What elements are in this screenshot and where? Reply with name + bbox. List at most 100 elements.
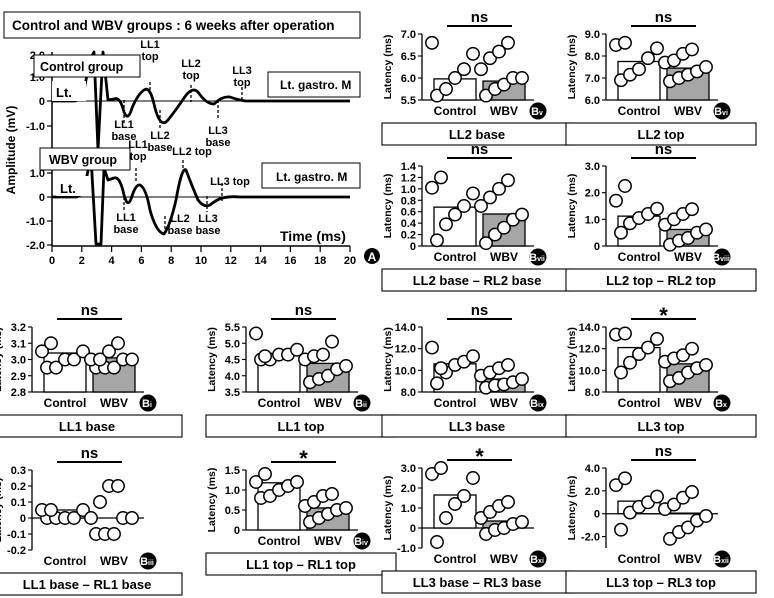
waveform-x-tick-label: 12 (225, 255, 237, 267)
significance-label: ns (81, 445, 99, 462)
y-tick-label: 12.0 (395, 344, 416, 356)
point-wbv (663, 531, 677, 546)
y-axis-label: Latency (ms) (382, 327, 394, 392)
y-axis-label: Latency (ms) (382, 174, 394, 239)
wbv-side-box (56, 176, 90, 196)
point-control (650, 201, 664, 216)
point-control (425, 180, 439, 195)
point-wbv (111, 336, 125, 351)
y-axis-label: Latency (ms) (566, 174, 578, 239)
significance-label: ns (81, 302, 99, 319)
y-tick-label: 0.2 (401, 230, 416, 242)
point-wbv (107, 527, 121, 541)
y-tick-label: 0.8 (401, 195, 416, 207)
control-side-label: Lt. (56, 85, 72, 100)
panel-tag: Bvii (529, 252, 545, 264)
point-wbv (497, 220, 511, 235)
category-label: Control (618, 250, 661, 264)
category-label: WBV (674, 552, 702, 566)
significance-label: ns (471, 302, 489, 319)
control-trace (52, 50, 350, 152)
point-control (425, 340, 439, 355)
y-tick-label: 0 (594, 509, 600, 521)
y-tick-label: 7.0 (401, 29, 416, 41)
y-tick-label: 14.0 (395, 322, 416, 334)
panel-tag-circle (139, 394, 157, 412)
y-tick-label: -0.2 (7, 545, 26, 557)
point-wbv (699, 357, 713, 372)
point-wbv (474, 199, 488, 213)
category-label: Control (618, 396, 661, 410)
point-wbv (325, 487, 339, 501)
waveform-y-tick-label: -1.0 (26, 121, 45, 133)
panel-title: LL1 base – RL1 base (23, 577, 152, 592)
waveform-x-tick-label: 6 (138, 255, 144, 267)
point-wbv (339, 359, 353, 373)
panel-tag: Bi (142, 398, 152, 410)
category-label: Control (618, 552, 661, 566)
point-wbv (492, 44, 506, 59)
point-control (434, 461, 448, 475)
y-tick-label: 14.0 (579, 322, 600, 334)
title-box (565, 122, 757, 146)
waveform-x-tick-label: 4 (109, 255, 116, 267)
y-tick-label: 1.0 (401, 503, 416, 515)
category-label: WBV (100, 396, 128, 410)
point-wbv (681, 520, 695, 535)
point-control (425, 35, 439, 50)
waveform-panel: Control and WBV groups : 6 weeks after o… (3, 11, 380, 267)
point-control (448, 497, 462, 511)
point-control (434, 361, 448, 376)
point-wbv (107, 360, 121, 375)
point-control (430, 233, 444, 248)
category-label: Control (434, 250, 477, 264)
y-tick-label: 0.1 (11, 497, 26, 509)
header-title: Control and WBV groups : 6 weeks after o… (12, 18, 335, 33)
waveform-y-axis-label: Amplitude (mV) (4, 106, 18, 195)
y-tick-label: 2.0 (585, 486, 600, 498)
panel-tag: Bv (531, 106, 543, 118)
panel-tag-circle (139, 552, 157, 570)
y-tick-label: 0.6 (401, 207, 416, 219)
point-wbv (699, 509, 713, 523)
point-control (249, 326, 263, 341)
point-control (258, 349, 272, 364)
point-wbv (501, 173, 515, 188)
point-control (67, 511, 81, 525)
panel-title: LL3 top (638, 419, 685, 434)
point-control (650, 489, 664, 504)
y-tick-label: 1.4 (401, 161, 417, 173)
y-tick-label: 8.0 (585, 51, 600, 63)
point-control (290, 475, 304, 489)
point-control (650, 331, 664, 346)
waveform-x-tick-label: 0 (49, 255, 55, 267)
significance-label: ns (655, 443, 673, 460)
panel-a-tag: A (368, 250, 377, 264)
waveform-y-tick-label: -2.0 (26, 240, 45, 252)
y-tick-label: 2.0 (585, 188, 600, 200)
point-wbv (685, 42, 699, 57)
point-wbv (501, 357, 515, 372)
point-control (258, 467, 272, 481)
y-tick-label: 4.5 (225, 355, 240, 367)
point-control (457, 489, 471, 503)
point-control (430, 376, 444, 391)
waveform-x-tick-label: 8 (168, 255, 174, 267)
control-group-label: Control group (40, 60, 124, 74)
point-control (249, 475, 263, 489)
panel-title: LL1 base (59, 419, 115, 434)
category-label: Control (434, 552, 477, 566)
panel-title: LL2 base – RL2 base (413, 273, 542, 288)
y-axis-label: Latency (ms) (382, 476, 394, 541)
category-label: Control (258, 396, 301, 410)
point-wbv (492, 181, 506, 196)
control-muscle-label: Lt. gastro. M (280, 78, 351, 92)
